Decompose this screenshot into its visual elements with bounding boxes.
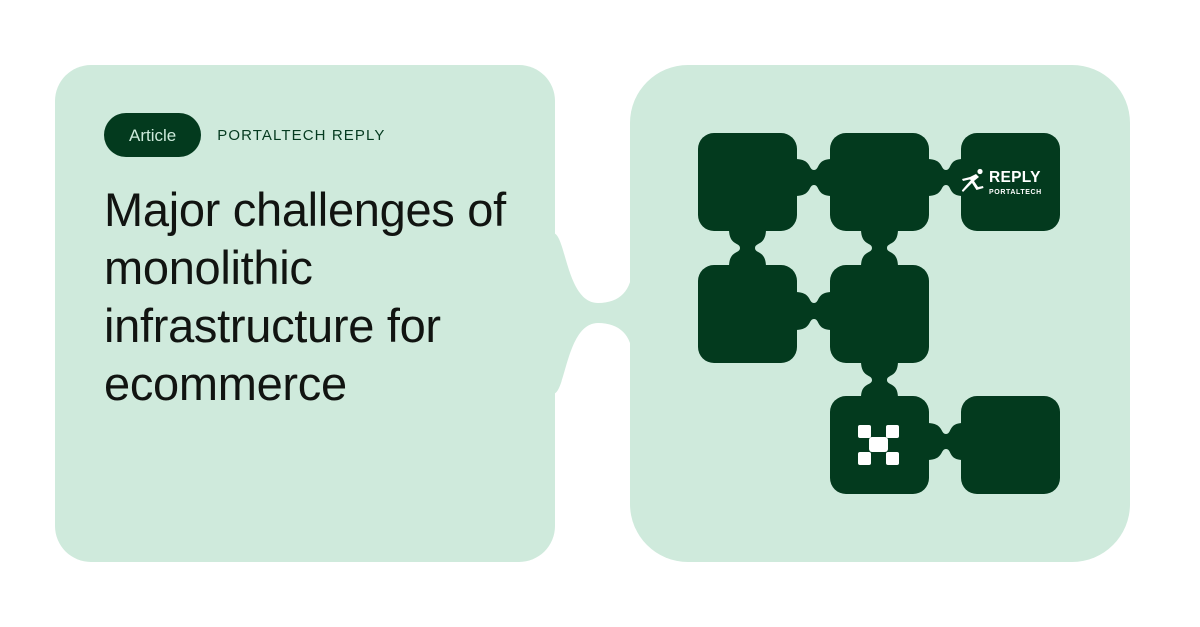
puzzle-tile (698, 133, 797, 231)
publisher-label: PORTALTECH REPLY (217, 126, 386, 144)
logo-wordmark: REPLY (989, 169, 1041, 186)
x-pattern-icon (858, 425, 899, 465)
card-connector (553, 233, 632, 394)
logo-sub-wordmark: PORTALTECH (989, 189, 1042, 196)
puzzle-grid (698, 133, 1060, 494)
puzzle-tile (961, 396, 1060, 494)
logo-tile (961, 133, 1060, 231)
article-headline: Major challenges of monolithic infrastru… (104, 183, 506, 410)
puzzle-tile (830, 133, 929, 231)
puzzle-tile (698, 265, 797, 363)
reply-runner-icon (961, 168, 984, 192)
puzzle-tile (830, 265, 929, 363)
article-tag: Article (104, 113, 202, 157)
meta-row: Article PORTALTECH REPLY (104, 113, 385, 157)
brand-logo: REPLY PORTALTECH (960, 168, 1052, 202)
left-card (55, 65, 555, 562)
